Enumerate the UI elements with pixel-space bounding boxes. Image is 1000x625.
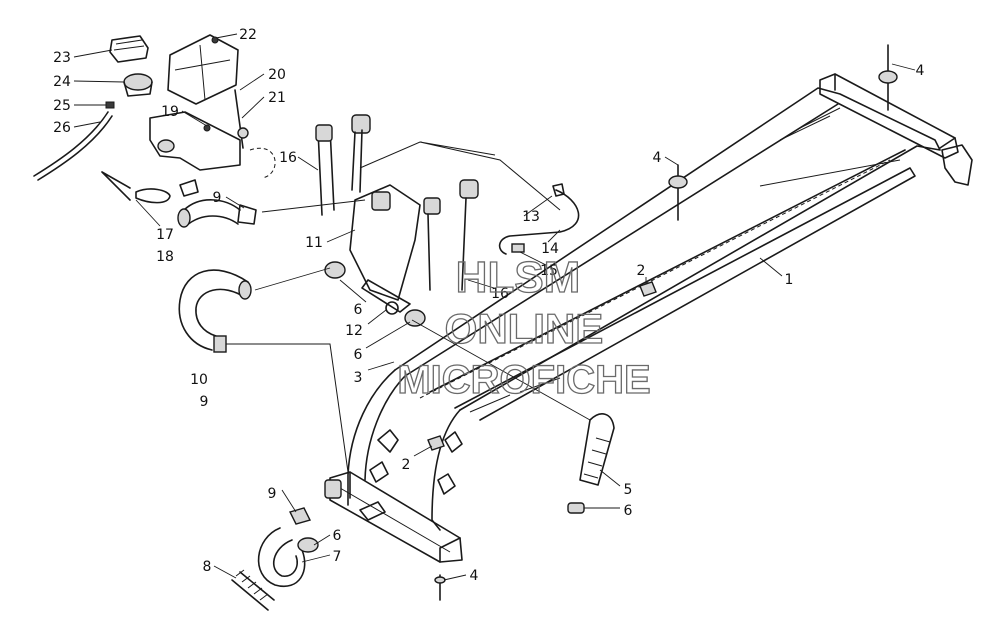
callout-14: 14 xyxy=(541,241,559,257)
callout-22: 22 xyxy=(239,27,257,43)
callout-6: 6 xyxy=(354,347,363,363)
watermark-line-3: MICROFICHE xyxy=(397,358,650,402)
callout-4: 4 xyxy=(916,63,925,79)
callout-19: 19 xyxy=(161,104,179,120)
callout-25: 25 xyxy=(53,98,71,114)
callout-4: 4 xyxy=(470,568,479,584)
callout-20: 20 xyxy=(268,67,286,83)
callout-4: 4 xyxy=(653,150,662,166)
callout-3: 3 xyxy=(354,370,363,386)
callout-12: 12 xyxy=(345,323,363,339)
callout-18: 18 xyxy=(156,249,174,265)
callout-13: 13 xyxy=(522,209,540,225)
callout-numbers: 2324252622202119169171811612631091314151… xyxy=(53,27,924,584)
callout-9: 9 xyxy=(213,190,222,206)
callout-26: 26 xyxy=(53,120,71,136)
callout-5: 5 xyxy=(624,482,633,498)
callout-1: 1 xyxy=(785,272,794,288)
callout-11: 11 xyxy=(305,235,323,251)
leader-lines xyxy=(73,33,916,581)
lower-hoses xyxy=(231,319,615,611)
callout-15: 15 xyxy=(540,263,558,279)
callout-17: 17 xyxy=(156,227,174,243)
watermark-line-1: HLSM xyxy=(456,253,581,302)
bypass-hose xyxy=(498,183,580,255)
callout-16: 16 xyxy=(279,150,297,166)
heat-exchanger xyxy=(324,73,973,563)
callout-2: 2 xyxy=(402,457,411,473)
callout-7: 7 xyxy=(333,549,342,565)
callout-23: 23 xyxy=(53,50,71,66)
watermark: HLSM ONLINE MICROFICHE xyxy=(397,252,652,402)
fastener-4-top xyxy=(434,44,898,601)
callout-9: 9 xyxy=(268,486,277,502)
reservoir-hose xyxy=(177,179,366,228)
coolant-reservoir xyxy=(33,34,276,204)
hose-10 xyxy=(178,267,349,473)
callout-8: 8 xyxy=(203,559,212,575)
watermark-line-2: ONLINE xyxy=(445,305,604,352)
callout-16: 16 xyxy=(491,286,509,302)
callout-10: 10 xyxy=(190,372,208,388)
callout-21: 21 xyxy=(268,90,286,106)
callout-6: 6 xyxy=(354,302,363,318)
callout-24: 24 xyxy=(53,74,71,90)
callout-2: 2 xyxy=(637,263,646,279)
thermostat-housing xyxy=(315,114,561,327)
callout-6: 6 xyxy=(333,528,342,544)
callout-9: 9 xyxy=(200,394,209,410)
callout-6: 6 xyxy=(624,503,633,519)
